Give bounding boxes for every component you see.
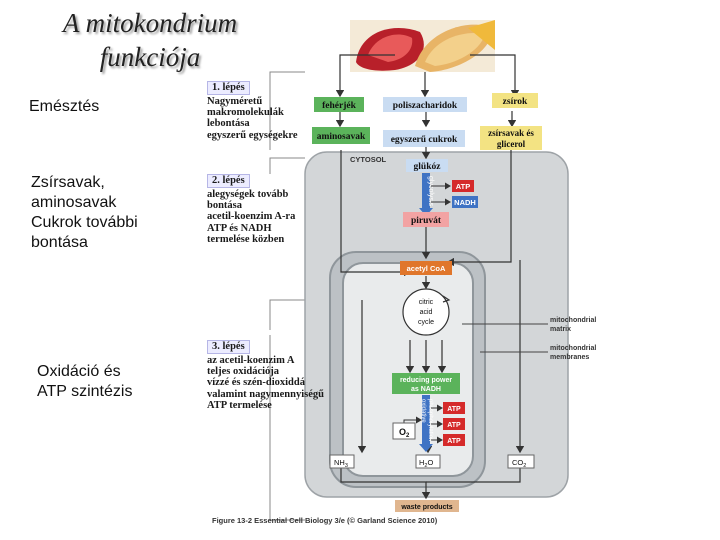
oxidation-line: ATP szintézis (37, 383, 133, 400)
amino-acids-text: aminosavak (317, 132, 366, 142)
step-2-line: alegységek tovább (207, 189, 289, 200)
glycolysis-text: glycolysis (427, 176, 434, 206)
step-bracket-lines (269, 71, 305, 521)
oxphos-arrowhead (419, 444, 433, 452)
oxphos-atp-text-2: ATP (447, 422, 461, 429)
step-3-line: teljes oxidációja (207, 366, 280, 378)
step-3-line: ATP termelése (207, 399, 272, 411)
glycolysis-nadh-box (452, 196, 478, 208)
water-text: H2O (419, 458, 433, 469)
slide-title-line-1: A mitokondrium (62, 8, 238, 38)
fat-text: zsírok (503, 97, 528, 107)
glycolysis-nadh-text: NADH (454, 198, 476, 207)
step-3-line: az acetil-koenzim A (207, 355, 295, 366)
cycle-text-3: cycle (418, 319, 434, 326)
breakdown-line: bontása (31, 234, 88, 251)
fat-box (492, 93, 538, 108)
fatty-acids-text: zsírsavak és (488, 128, 534, 138)
waste-products-box (395, 500, 459, 512)
step-1: 1. lépés Nagyméretű makromolekulák lebon… (207, 81, 297, 141)
glycerol-text: glicerol (497, 139, 526, 149)
simple-sugars-text: egyszerű cukrok (391, 135, 458, 145)
reducing-power-text-1: reducing power (400, 377, 452, 384)
oxphos-atp-text-1: ATP (447, 406, 461, 413)
step-3-line: vízzé és szén-dioxiddá (207, 377, 305, 389)
reducing-power-box (392, 373, 460, 394)
oxphos-atp-text-3: ATP (447, 438, 461, 445)
breakdown-line: Zsírsavak, (31, 174, 105, 191)
fatty-acids-box (480, 126, 542, 150)
cycle-text-1: citric (419, 299, 434, 306)
polysaccharide-box (383, 97, 467, 112)
step-3: 3. lépés az acetil-koenzim A teljes oxid… (207, 340, 324, 411)
food-to-subunit-arrows (335, 54, 520, 128)
oxphos-atp-box-2 (443, 418, 465, 430)
step-2: 2. lépés alegységek tovább bontása aceti… (207, 174, 295, 245)
step-1-line: egyszerű egységekre (207, 129, 298, 141)
slide-title-line-2: funkciója (99, 42, 201, 72)
step-1-line: Nagyméretű (207, 96, 263, 107)
step-2-line: ATP és NADH (207, 222, 272, 234)
breakdown-line: aminosavak (31, 194, 117, 211)
glycolysis-atp-text: ATP (456, 182, 470, 191)
oxidation-line: Oxidáció és (37, 363, 121, 380)
ammonia-box (329, 454, 355, 469)
slide-title: A mitokondrium funkciója (20, 6, 280, 74)
step-2-line: termelése közben (207, 233, 285, 245)
polysaccharide-text: poliszacharidok (393, 101, 458, 111)
glucose-box (406, 159, 448, 172)
pyruvate-box (403, 212, 449, 227)
step-1-line: lebontása (207, 118, 250, 130)
pathway-arrows (340, 147, 525, 500)
waste-products-text: waste products (400, 504, 452, 511)
cytosol-label: CYTOSOL (350, 155, 387, 164)
water-box (415, 454, 441, 469)
oxphos-atp-box-1 (443, 402, 465, 414)
subunit-boxes: aminosavak egyszerű cukrok zsírsavak és … (312, 126, 542, 150)
oxphos-text-2: phosphorylation (427, 399, 433, 441)
step-1-line: makromolekulák (207, 107, 284, 119)
matrix-label-1: mitochondrial (550, 317, 596, 324)
acetyl-coa-box (400, 261, 452, 275)
cycle-text-2: acid (420, 309, 433, 316)
matrix-label-2: matrix (550, 326, 571, 333)
protein-text: fehérjék (322, 101, 356, 111)
step-1-head: 1. lépés (207, 81, 250, 95)
citric-acid-cycle (402, 288, 450, 336)
step-2-line: bontása (207, 200, 243, 212)
simple-sugars-box (383, 130, 465, 147)
figure-caption: Figure 13-2 Essential Cell Biology 3/e (… (212, 516, 438, 525)
breakdown-label: Zsírsavak, aminosavak Cukrok további bon… (31, 173, 138, 253)
oxidation-label: Oxidáció és ATP szintézis (37, 362, 132, 402)
step-3-head: 3. lépés (207, 340, 250, 354)
reducing-power-text-2: as NADH (411, 386, 441, 393)
membranes-label-1: mitochondrial (550, 345, 596, 352)
step-3-line: valamint nagymennyiségű (207, 388, 324, 400)
digestion-label: Emésztés (29, 98, 100, 115)
oxygen-text: O2 (399, 427, 410, 439)
step-2-head: 2. lépés (207, 174, 250, 188)
step-2-line: acetil-koenzim A-ra (207, 211, 296, 223)
oxphos-text-1: oxidative (420, 399, 426, 423)
acetyl-coa-text: acetyl CoA (407, 264, 446, 273)
protein-box (314, 97, 364, 112)
glycolysis-atp-box (452, 180, 474, 192)
amino-acids-box (312, 127, 370, 144)
oxphos-atp-box-3 (443, 434, 465, 446)
membranes-label-2: membranes (550, 354, 589, 361)
breakdown-line: Cukrok további (31, 214, 138, 231)
glucose-text: glükóz (414, 162, 442, 172)
co2-box (507, 454, 535, 469)
pyruvate-text: piruvát (411, 216, 442, 226)
food-image (350, 20, 495, 72)
food-boxes: fehérjék poliszacharidok zsírok (314, 93, 538, 112)
ammonia-text: NH3 (334, 458, 348, 469)
co2-text: CO2 (512, 458, 526, 469)
oxygen-box (392, 422, 416, 440)
